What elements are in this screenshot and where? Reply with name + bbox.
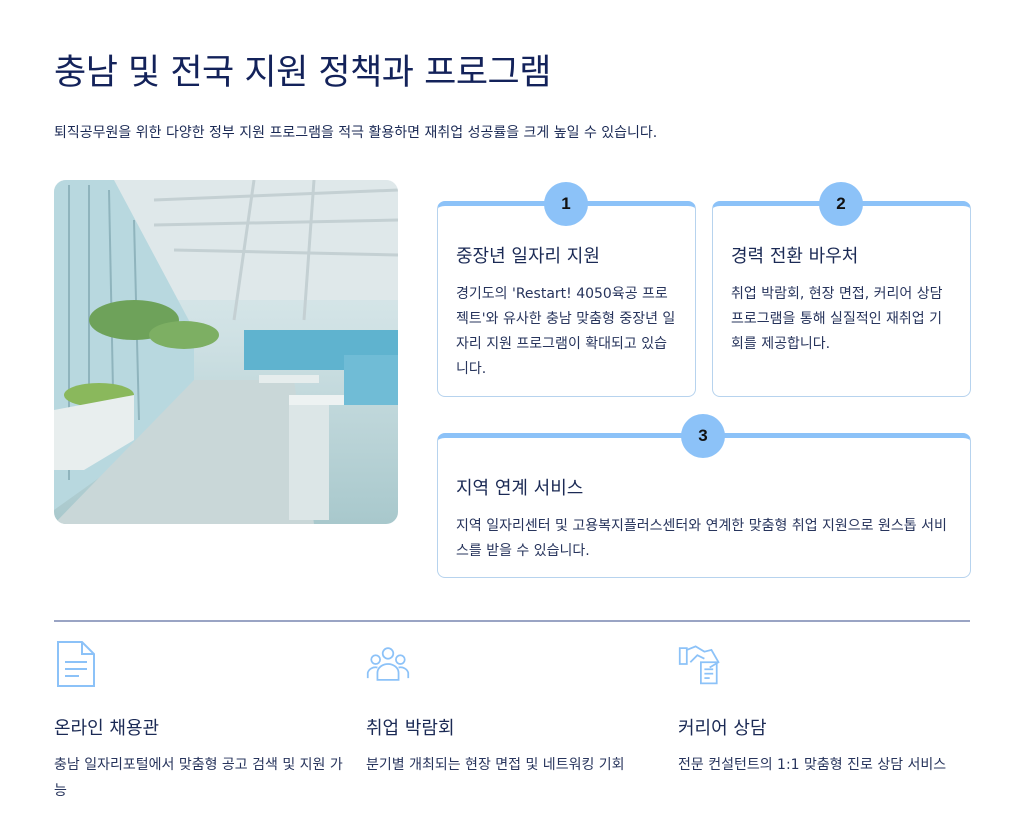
card-title: 중장년 일자리 지원 [456, 246, 600, 267]
people-icon [366, 647, 410, 681]
feature-title: 온라인 채용관 [54, 718, 160, 739]
feature-title: 취업 박람회 [366, 718, 455, 739]
feature-description: 전문 컨설턴트의 1:1 맞춤형 진로 상담 서비스 [678, 757, 947, 773]
card-description: 취업 박람회, 현장 면접, 커리어 상담 프로그램을 통해 실질적인 재취업 … [731, 286, 943, 352]
feature-job-fair: 취업 박람회 분기별 개최되는 현장 면접 및 네트워킹 기회 [366, 640, 666, 778]
card-title: 지역 연계 서비스 [456, 478, 584, 499]
feature-online-recruitment: 온라인 채용관 충남 일자리포털에서 맞춤형 공고 검색 및 지원 가능 [54, 640, 354, 804]
page-title: 충남 및 전국 지원 정책과 프로그램 [54, 53, 551, 93]
feature-title: 커리어 상담 [678, 718, 767, 739]
step-number-badge: 3 [681, 414, 725, 458]
document-icon [57, 641, 95, 687]
section-divider [54, 620, 970, 622]
page-subtitle: 퇴직공무원을 위한 다양한 정부 지원 프로그램을 적극 활용하면 재취업 성공… [54, 125, 658, 141]
feature-description: 분기별 개최되는 현장 면접 및 네트워킹 기회 [366, 757, 625, 773]
card-title: 경력 전환 바우처 [731, 246, 859, 267]
feature-description: 충남 일자리포털에서 맞춤형 공고 검색 및 지원 가능 [54, 757, 343, 799]
step-number-badge: 2 [819, 182, 863, 226]
card-description: 지역 일자리센터 및 고용복지플러스센터와 연계한 맞춤형 취업 지원으로 원스… [456, 518, 947, 559]
handshake-icon [678, 645, 720, 685]
feature-career-counseling: 커리어 상담 전문 컨설턴트의 1:1 맞춤형 진로 상담 서비스 [678, 640, 978, 778]
step-number-badge: 1 [544, 182, 588, 226]
program-card-1: 1 중장년 일자리 지원 경기도의 'Restart! 4050육공 프로젝트'… [437, 182, 696, 397]
program-card-2: 2 경력 전환 바우처 취업 박람회, 현장 면접, 커리어 상담 프로그램을 … [712, 182, 971, 397]
card-description: 경기도의 'Restart! 4050육공 프로젝트'와 유사한 충남 맞춤형 … [456, 286, 676, 377]
office-photo [54, 180, 398, 524]
program-card-3: 3 지역 연계 서비스 지역 일자리센터 및 고용복지플러스센터와 연계한 맞춤… [437, 414, 971, 578]
